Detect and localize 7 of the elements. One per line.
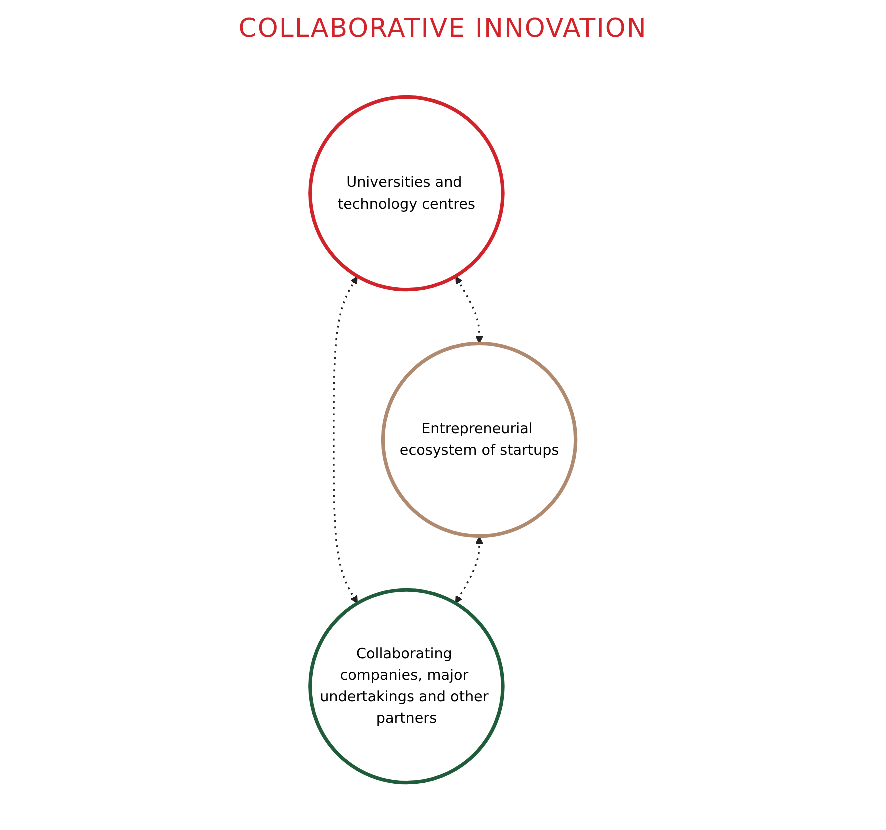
node-circle: Universities and technology centres (308, 95, 505, 292)
arrow (455, 276, 484, 344)
arrow (332, 276, 358, 604)
center-heading: COLLABORATIVE INNOVATION (238, 14, 648, 44)
node-circle: Entrepreneurial ecosystem of startups (381, 342, 578, 538)
node-circle: Collaborating companies, major undertakings and other partners (308, 588, 505, 785)
arrow (455, 536, 484, 604)
